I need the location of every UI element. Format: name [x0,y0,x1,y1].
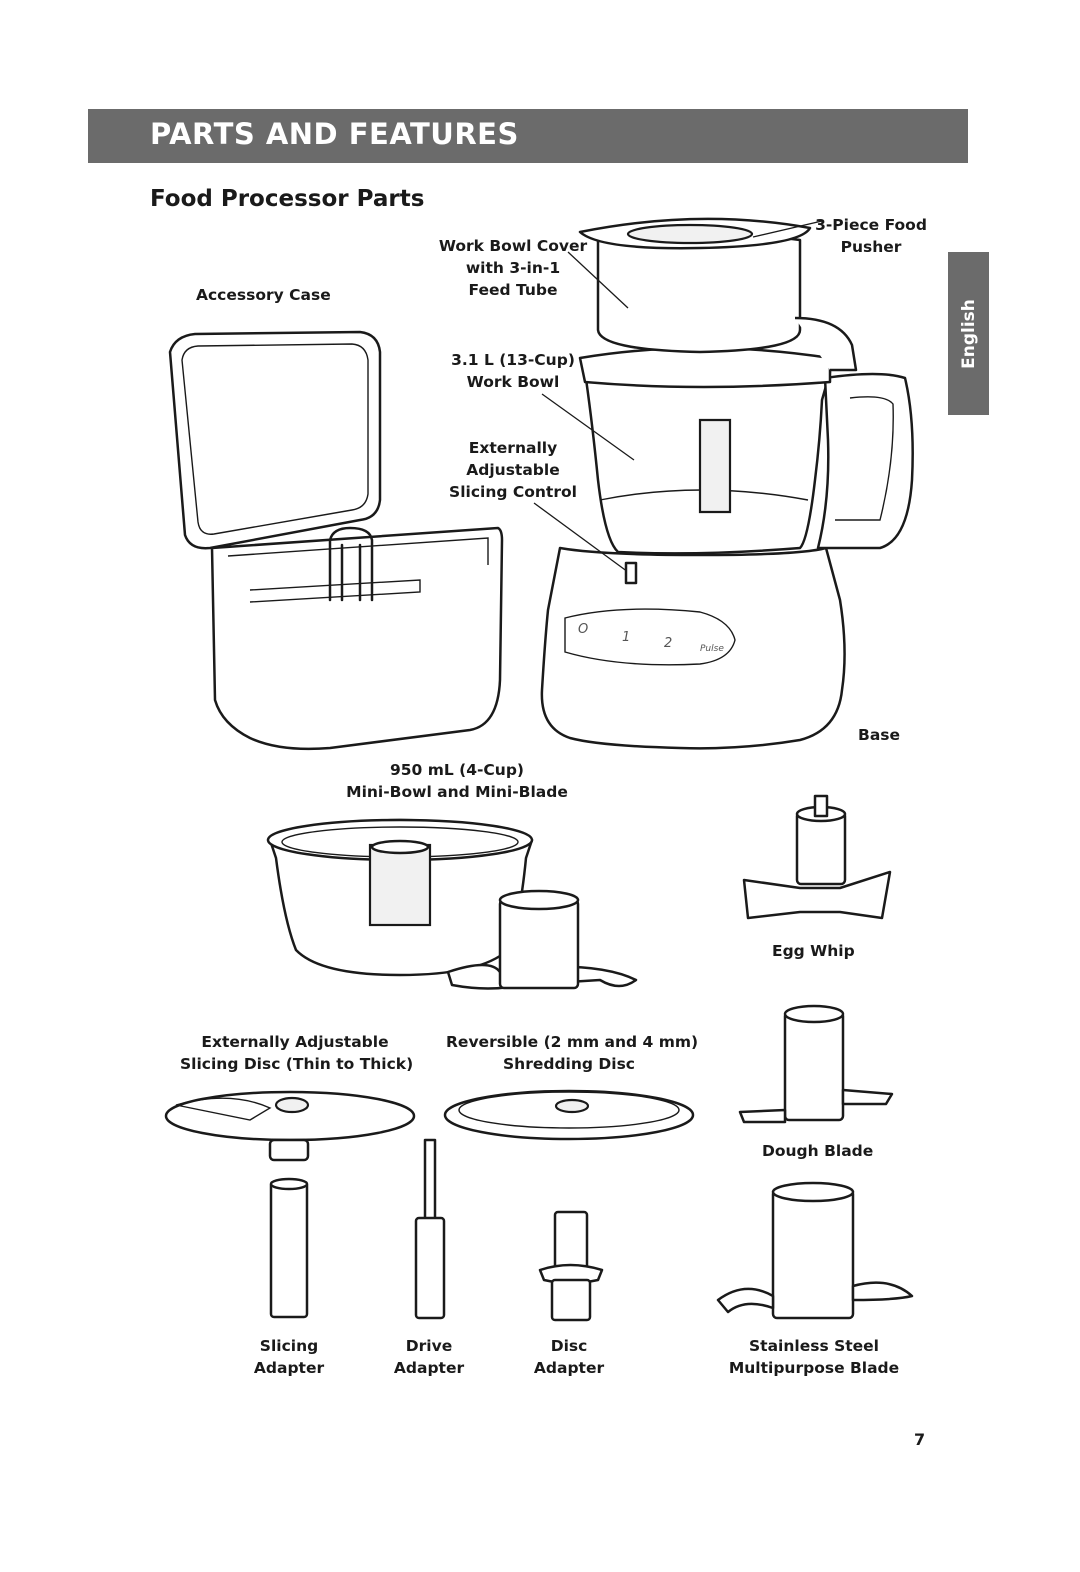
mini-bowl-illustration [266,818,638,990]
egg-whip-illustration [742,794,892,920]
label-slicing-adapter: Slicing Adapter [240,1335,338,1379]
label-food-pusher-line1: 3-Piece Food [815,216,927,234]
label-slicing-adapter-line2: Adapter [253,1359,325,1377]
label-accessory-case: Accessory Case [196,286,331,304]
page-title: PARTS AND FEATURES [150,117,519,151]
label-drive-adapter-line1: Drive [405,1337,453,1355]
label-mini-bowl-line2: Mini-Bowl and Mini-Blade [346,783,568,801]
label-disc-adapter: Disc Adapter [520,1335,618,1379]
label-work-bowl-line2: Work Bowl [466,373,560,391]
label-dough-blade: Dough Blade [762,1142,874,1160]
label-base: Base [858,726,901,744]
food-processor-illustration [533,217,914,750]
label-work-bowl-line1: 3.1 L (13-Cup) [451,351,575,369]
section-banner: PARTS AND FEATURES [88,109,968,163]
label-shredding-disc: Reversible (2 mm and 4 mm) Shredding Dis… [446,1031,699,1075]
multipurpose-blade-illustration [716,1181,914,1320]
control-off-label: O [578,622,589,637]
label-multipurpose-blade-line1: Stainless Steel [749,1337,879,1355]
accessory-case-illustration [168,330,504,751]
label-work-bowl-cover-line1: Work Bowl Cover [438,237,588,255]
section-subtitle: Food Processor Parts [150,186,425,212]
control-panel: O 1 2 Pulse [570,620,735,654]
label-mini-bowl-line1: 950 mL (4-Cup) [389,761,525,779]
label-food-pusher: 3-Piece Food Pusher [812,214,930,258]
label-slicing-control-line3: Slicing Control [449,483,577,501]
label-disc-adapter-line1: Disc [550,1337,588,1355]
label-food-pusher-line2: Pusher [840,238,902,256]
label-slicing-control-line2: Adjustable [466,461,560,479]
control-pulse-label: Pulse [700,644,724,654]
label-slicing-control-line1: Externally [468,439,558,457]
page-number: 7 [914,1430,926,1449]
disc-adapter-illustration [538,1210,604,1322]
label-work-bowl: 3.1 L (13-Cup) Work Bowl [448,349,578,393]
label-slicing-disc-line2: Slicing Disc (Thin to Thick) [180,1055,414,1073]
label-slicing-control: Externally Adjustable Slicing Control [448,437,578,503]
language-tab: English [948,252,989,415]
shredding-disc-illustration [443,1089,695,1141]
control-speed2-label: 2 [664,636,673,651]
label-egg-whip: Egg Whip [772,942,855,960]
dough-blade-illustration [738,1004,894,1124]
label-work-bowl-cover-line3: Feed Tube [468,281,558,299]
label-disc-adapter-line2: Adapter [533,1359,605,1377]
label-drive-adapter: Drive Adapter [380,1335,478,1379]
label-multipurpose-blade: Stainless Steel Multipurpose Blade [728,1335,900,1379]
control-speed1-label: 1 [622,630,631,645]
label-shredding-disc-line2: Shredding Disc [503,1055,635,1073]
drive-adapter-illustration [414,1138,446,1320]
label-work-bowl-cover: Work Bowl Cover with 3-in-1 Feed Tube [438,235,588,301]
slicing-adapter-illustration [269,1177,309,1319]
label-drive-adapter-line2: Adapter [393,1359,465,1377]
label-slicing-adapter-line1: Slicing [259,1337,319,1355]
label-slicing-disc: Externally Adjustable Slicing Disc (Thin… [180,1031,414,1075]
slicing-disc-illustration [164,1090,416,1162]
label-work-bowl-cover-line2: with 3-in-1 [465,259,561,277]
label-mini-bowl: 950 mL (4-Cup) Mini-Bowl and Mini-Blade [340,759,574,803]
label-shredding-disc-line1: Reversible (2 mm and 4 mm) [446,1033,699,1051]
label-slicing-disc-line1: Externally Adjustable [201,1033,389,1051]
label-multipurpose-blade-line2: Multipurpose Blade [728,1359,900,1377]
